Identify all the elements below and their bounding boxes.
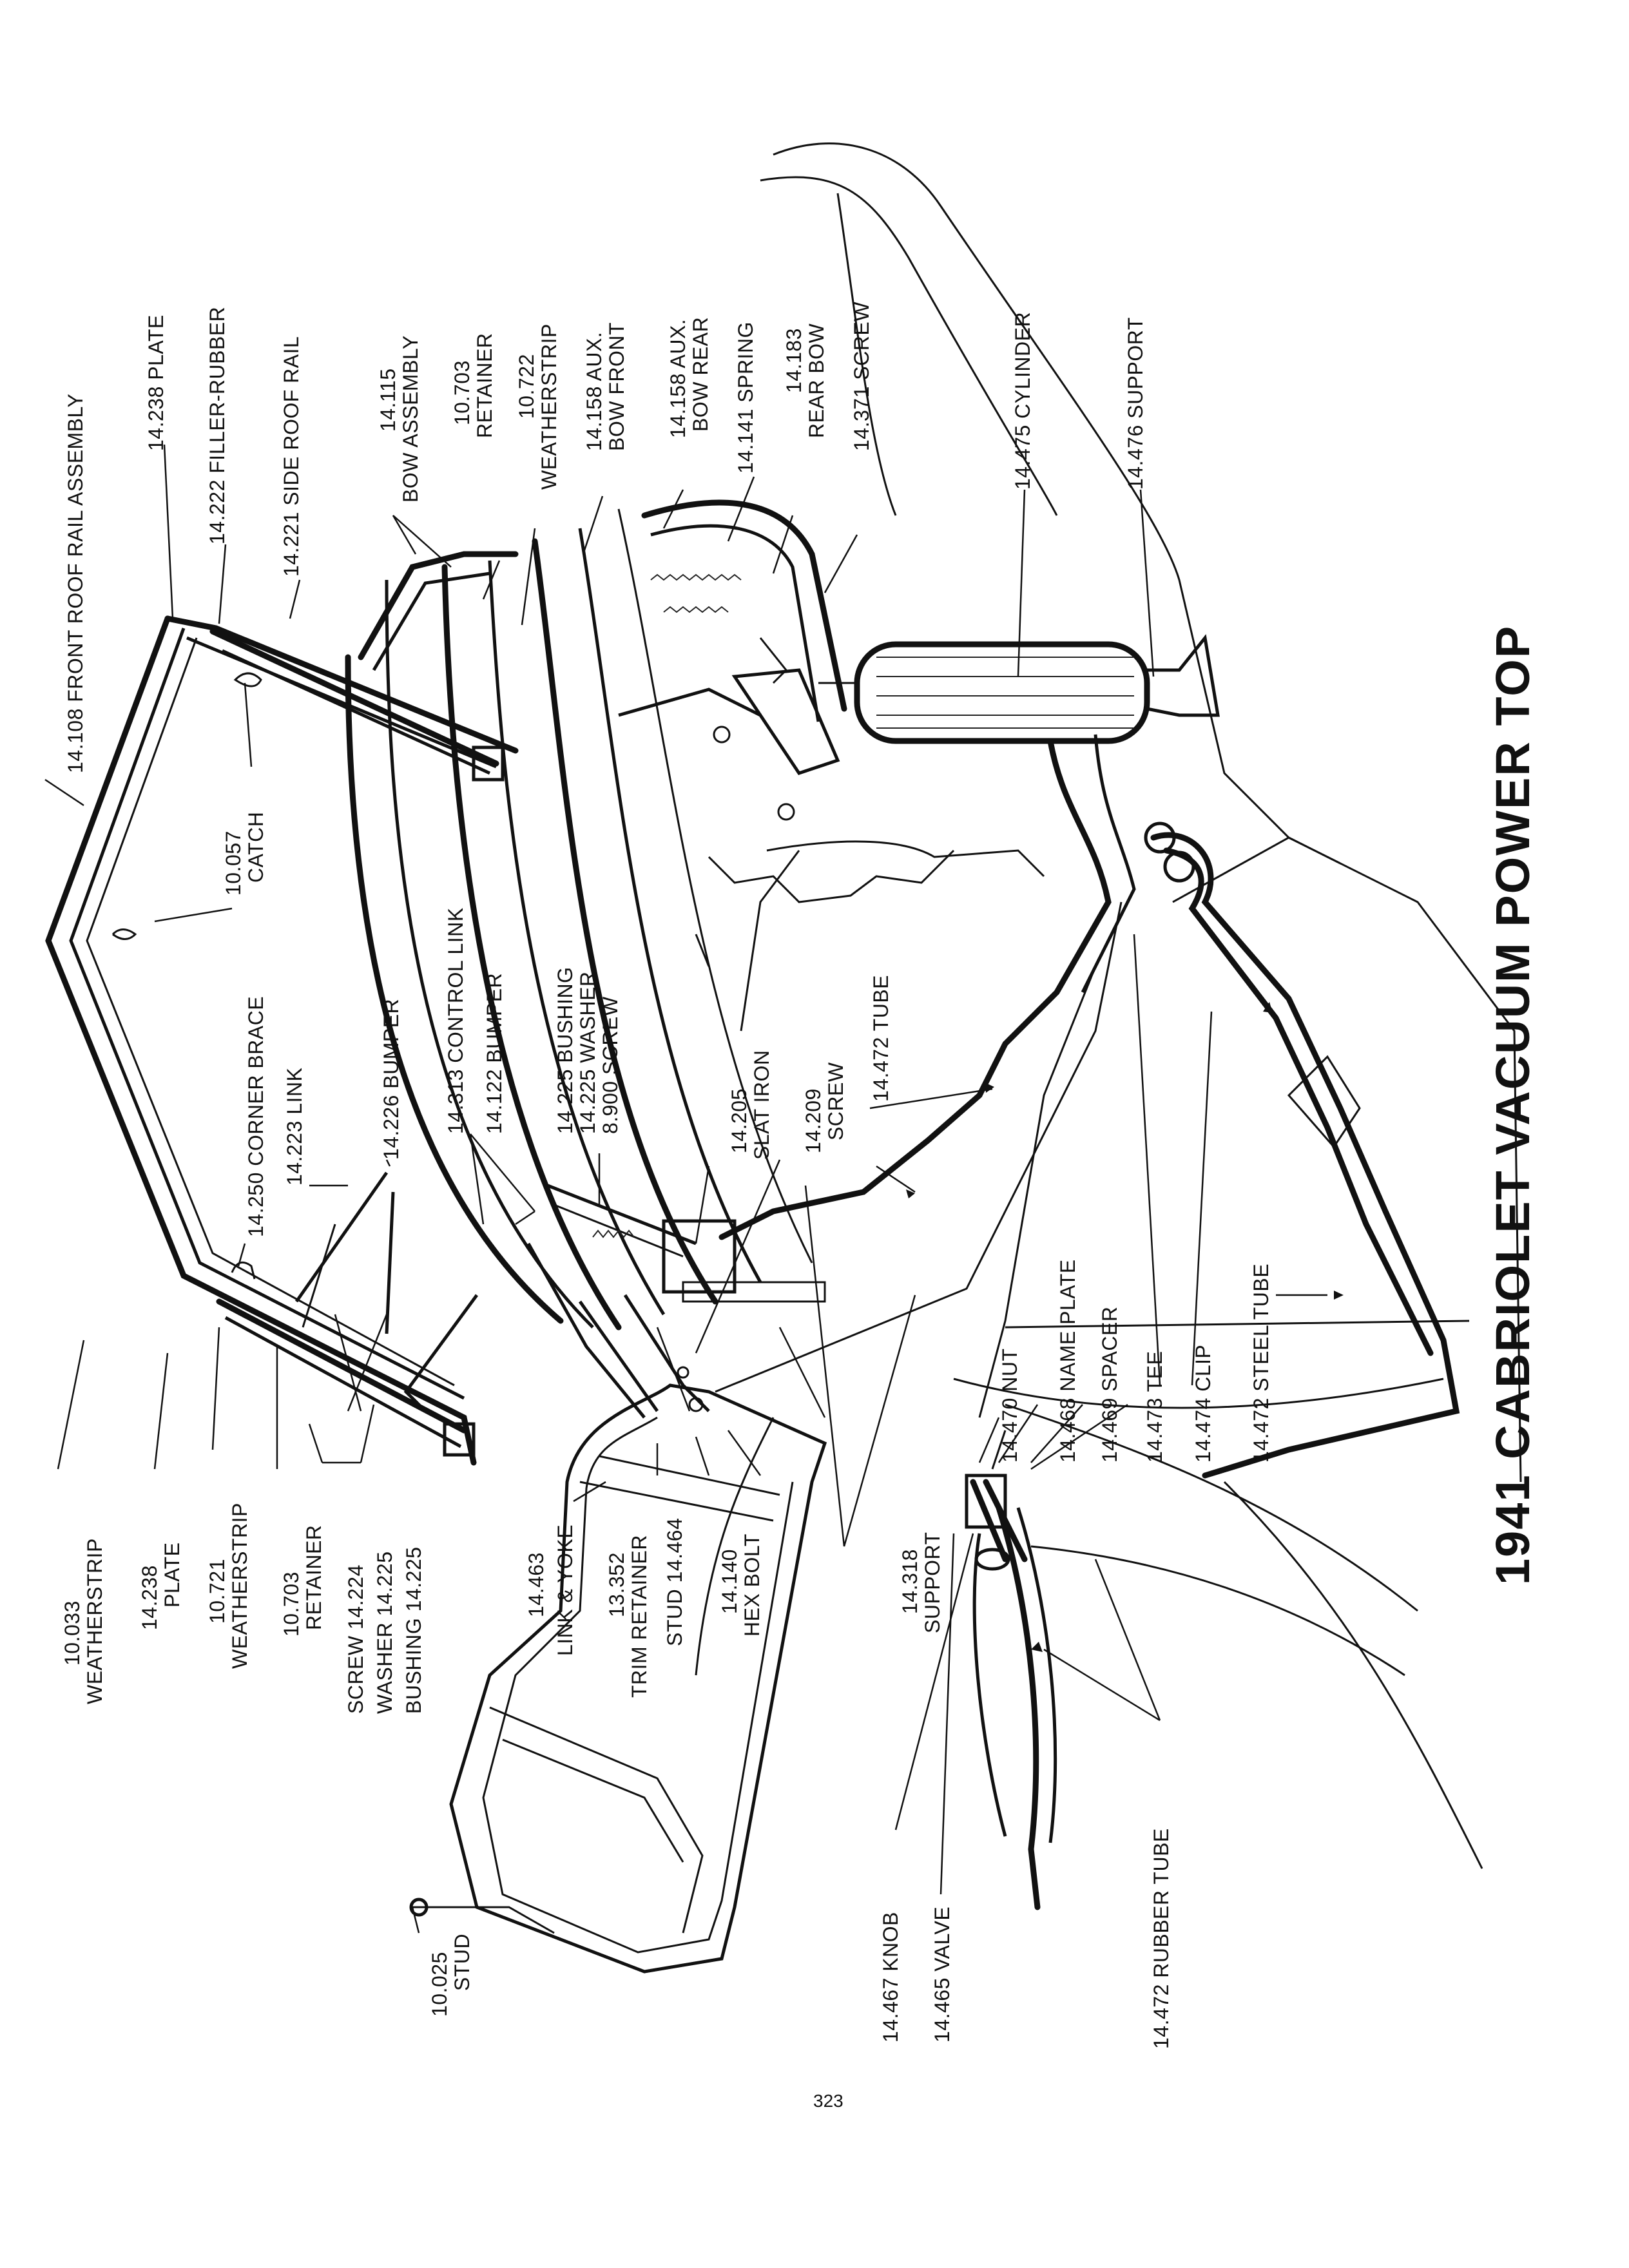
label-valve: 14.465 VALVE bbox=[930, 1906, 954, 2042]
label-weatherstrip-top: WEATHERSTRIP bbox=[537, 323, 561, 490]
car-body-outline bbox=[695, 142, 1522, 1869]
label-screw-209-num: 14.209 bbox=[802, 1088, 825, 1153]
label-spring: 14.141 SPRING bbox=[734, 322, 757, 474]
label-clip: 14.474 CLIP bbox=[1191, 1344, 1215, 1463]
label-aux-bow-rear-1: 14.158 AUX. bbox=[666, 318, 689, 438]
control-valve-assembly bbox=[965, 1430, 1028, 1571]
label-support-318-num: 14.318 bbox=[898, 1549, 921, 1614]
label-bumper-226: 14.226 BUMPER bbox=[380, 998, 403, 1160]
label-corner-brace: 14.250 CORNER BRACE bbox=[244, 995, 267, 1237]
label-retainer-top: RETAINER bbox=[473, 332, 496, 438]
label-side-roof-rail: 14.221 SIDE ROOF RAIL bbox=[280, 336, 303, 577]
label-stud-025-num: 10.025 bbox=[428, 1952, 451, 2017]
vacuum-cylinder bbox=[818, 634, 1220, 744]
label-hex-bolt: HEX BOLT bbox=[740, 1533, 764, 1637]
label-trim-retainer-num: 13.352 bbox=[605, 1552, 628, 1617]
label-aux-bow-front-2: BOW FRONT bbox=[605, 322, 628, 451]
label-hex-bolt-num: 14.140 bbox=[718, 1549, 741, 1614]
label-screw-209: SCREW bbox=[824, 1062, 847, 1140]
side-roof-rail bbox=[209, 628, 505, 782]
side-roof-rail-lower bbox=[216, 1298, 476, 1457]
label-rear-bow-num: 14.183 bbox=[782, 328, 805, 393]
label-weatherstrip-721-num: 10.721 bbox=[206, 1559, 229, 1624]
label-rubber-tube: 14.472 RUBBER TUBE bbox=[1150, 1828, 1173, 2049]
label-plate-bot: PLATE bbox=[160, 1542, 184, 1608]
label-stud-464: STUD 14.464 bbox=[663, 1517, 686, 1646]
label-name-plate: 14.468 NAME PLATE bbox=[1056, 1259, 1079, 1463]
label-catch-num: 10.057 bbox=[222, 831, 245, 896]
label-bumper-122: 14.122 BUMPER bbox=[483, 972, 506, 1134]
label-washer-225: WASHER 14.225 bbox=[373, 1551, 396, 1714]
label-trim-retainer: TRIM RETAINER bbox=[628, 1534, 651, 1698]
label-bow-assembly-num: 14.115 bbox=[376, 368, 400, 432]
page-number: 323 bbox=[813, 2091, 843, 2111]
label-tube: 14.472 TUBE bbox=[869, 974, 892, 1102]
label-plate-top: 14.238 PLATE bbox=[144, 314, 168, 451]
label-weatherstrip-top-num: 10.722 bbox=[515, 354, 538, 419]
links bbox=[294, 1171, 646, 1419]
page-title: 1941 CABRIOLET VACUUM POWER TOP bbox=[1486, 624, 1539, 1585]
front-roof-rail-assembly bbox=[45, 615, 519, 1466]
leader-lines bbox=[44, 444, 1327, 1934]
label-rear-bow: REAR BOW bbox=[805, 323, 828, 438]
label-stud-025: STUD bbox=[450, 1933, 474, 1991]
vacuum-tubing bbox=[718, 734, 1460, 1910]
label-filler-rubber: 14.222 FILLER-RUBBER bbox=[206, 306, 229, 544]
label-slat-iron-num: 14.205 bbox=[728, 1088, 751, 1153]
label-weatherstrip-bot-num: 10.033 bbox=[61, 1600, 84, 1666]
arrowheads bbox=[906, 1002, 1344, 1652]
rear-deck bbox=[695, 849, 1361, 1393]
label-front-roof-rail: 14.108 FRONT ROOF RAIL ASSEMBLY bbox=[64, 393, 87, 773]
label-slat-iron: SLAT IRON bbox=[750, 1050, 773, 1160]
label-aux-bow-front-1: 14.158 AUX. bbox=[583, 331, 606, 451]
label-weatherstrip-bot: WEATHERSTRIP bbox=[83, 1538, 106, 1704]
label-bushing-225: BUSHING 14.225 bbox=[402, 1546, 425, 1714]
label-support-318: SUPPORT bbox=[921, 1532, 944, 1633]
label-nut: 14.470 NUT bbox=[998, 1348, 1021, 1463]
door-outline bbox=[449, 1383, 827, 1974]
label-aux-bow-rear-2: BOW REAR bbox=[689, 316, 712, 432]
label-screw-8900: 8.900 SCREW bbox=[599, 996, 622, 1134]
label-weatherstrip-721: WEATHERSTRIP bbox=[228, 1503, 251, 1669]
label-retainer-top-num: 10.703 bbox=[450, 360, 474, 425]
label-bushing: 14.225 BUSHING bbox=[554, 966, 577, 1134]
rear-bow-spring-assembly bbox=[618, 499, 847, 821]
label-support-top: 14.476 SUPPORT bbox=[1124, 317, 1147, 490]
label-knob: 14.467 KNOB bbox=[879, 1912, 902, 2042]
bow-assembly bbox=[345, 508, 813, 1331]
label-washer: 14.225 WASHER bbox=[576, 971, 599, 1134]
label-catch: CATCH bbox=[244, 811, 267, 883]
label-spacer: 14.469 SPACER bbox=[1098, 1306, 1121, 1463]
label-cylinder: 14.475 CYLINDER bbox=[1011, 311, 1034, 490]
label-steel-tube: 14.472 STEEL TUBE bbox=[1249, 1263, 1273, 1463]
label-retainer-bot-num: 10.703 bbox=[280, 1571, 303, 1637]
label-tee: 14.473 TEE bbox=[1143, 1350, 1166, 1463]
label-screw-224: SCREW 14.224 bbox=[344, 1564, 367, 1714]
label-link-yoke: LINK & YOKE bbox=[554, 1524, 577, 1656]
label-bow-assembly: BOW ASSEMBLY bbox=[399, 335, 422, 503]
label-retainer-bot: RETAINER bbox=[302, 1524, 325, 1630]
label-control-link: 14.313 CONTROL LINK bbox=[444, 907, 467, 1134]
label-plate-bot-num: 14.238 bbox=[138, 1565, 161, 1630]
control-link-mechanism bbox=[547, 1184, 826, 1412]
stud-10025 bbox=[409, 1898, 555, 1934]
label-link-yoke-num: 14.463 bbox=[525, 1552, 548, 1617]
label-screw-top: 14.371 SCREW bbox=[850, 302, 873, 451]
label-link: 14.223 LINK bbox=[283, 1067, 306, 1186]
